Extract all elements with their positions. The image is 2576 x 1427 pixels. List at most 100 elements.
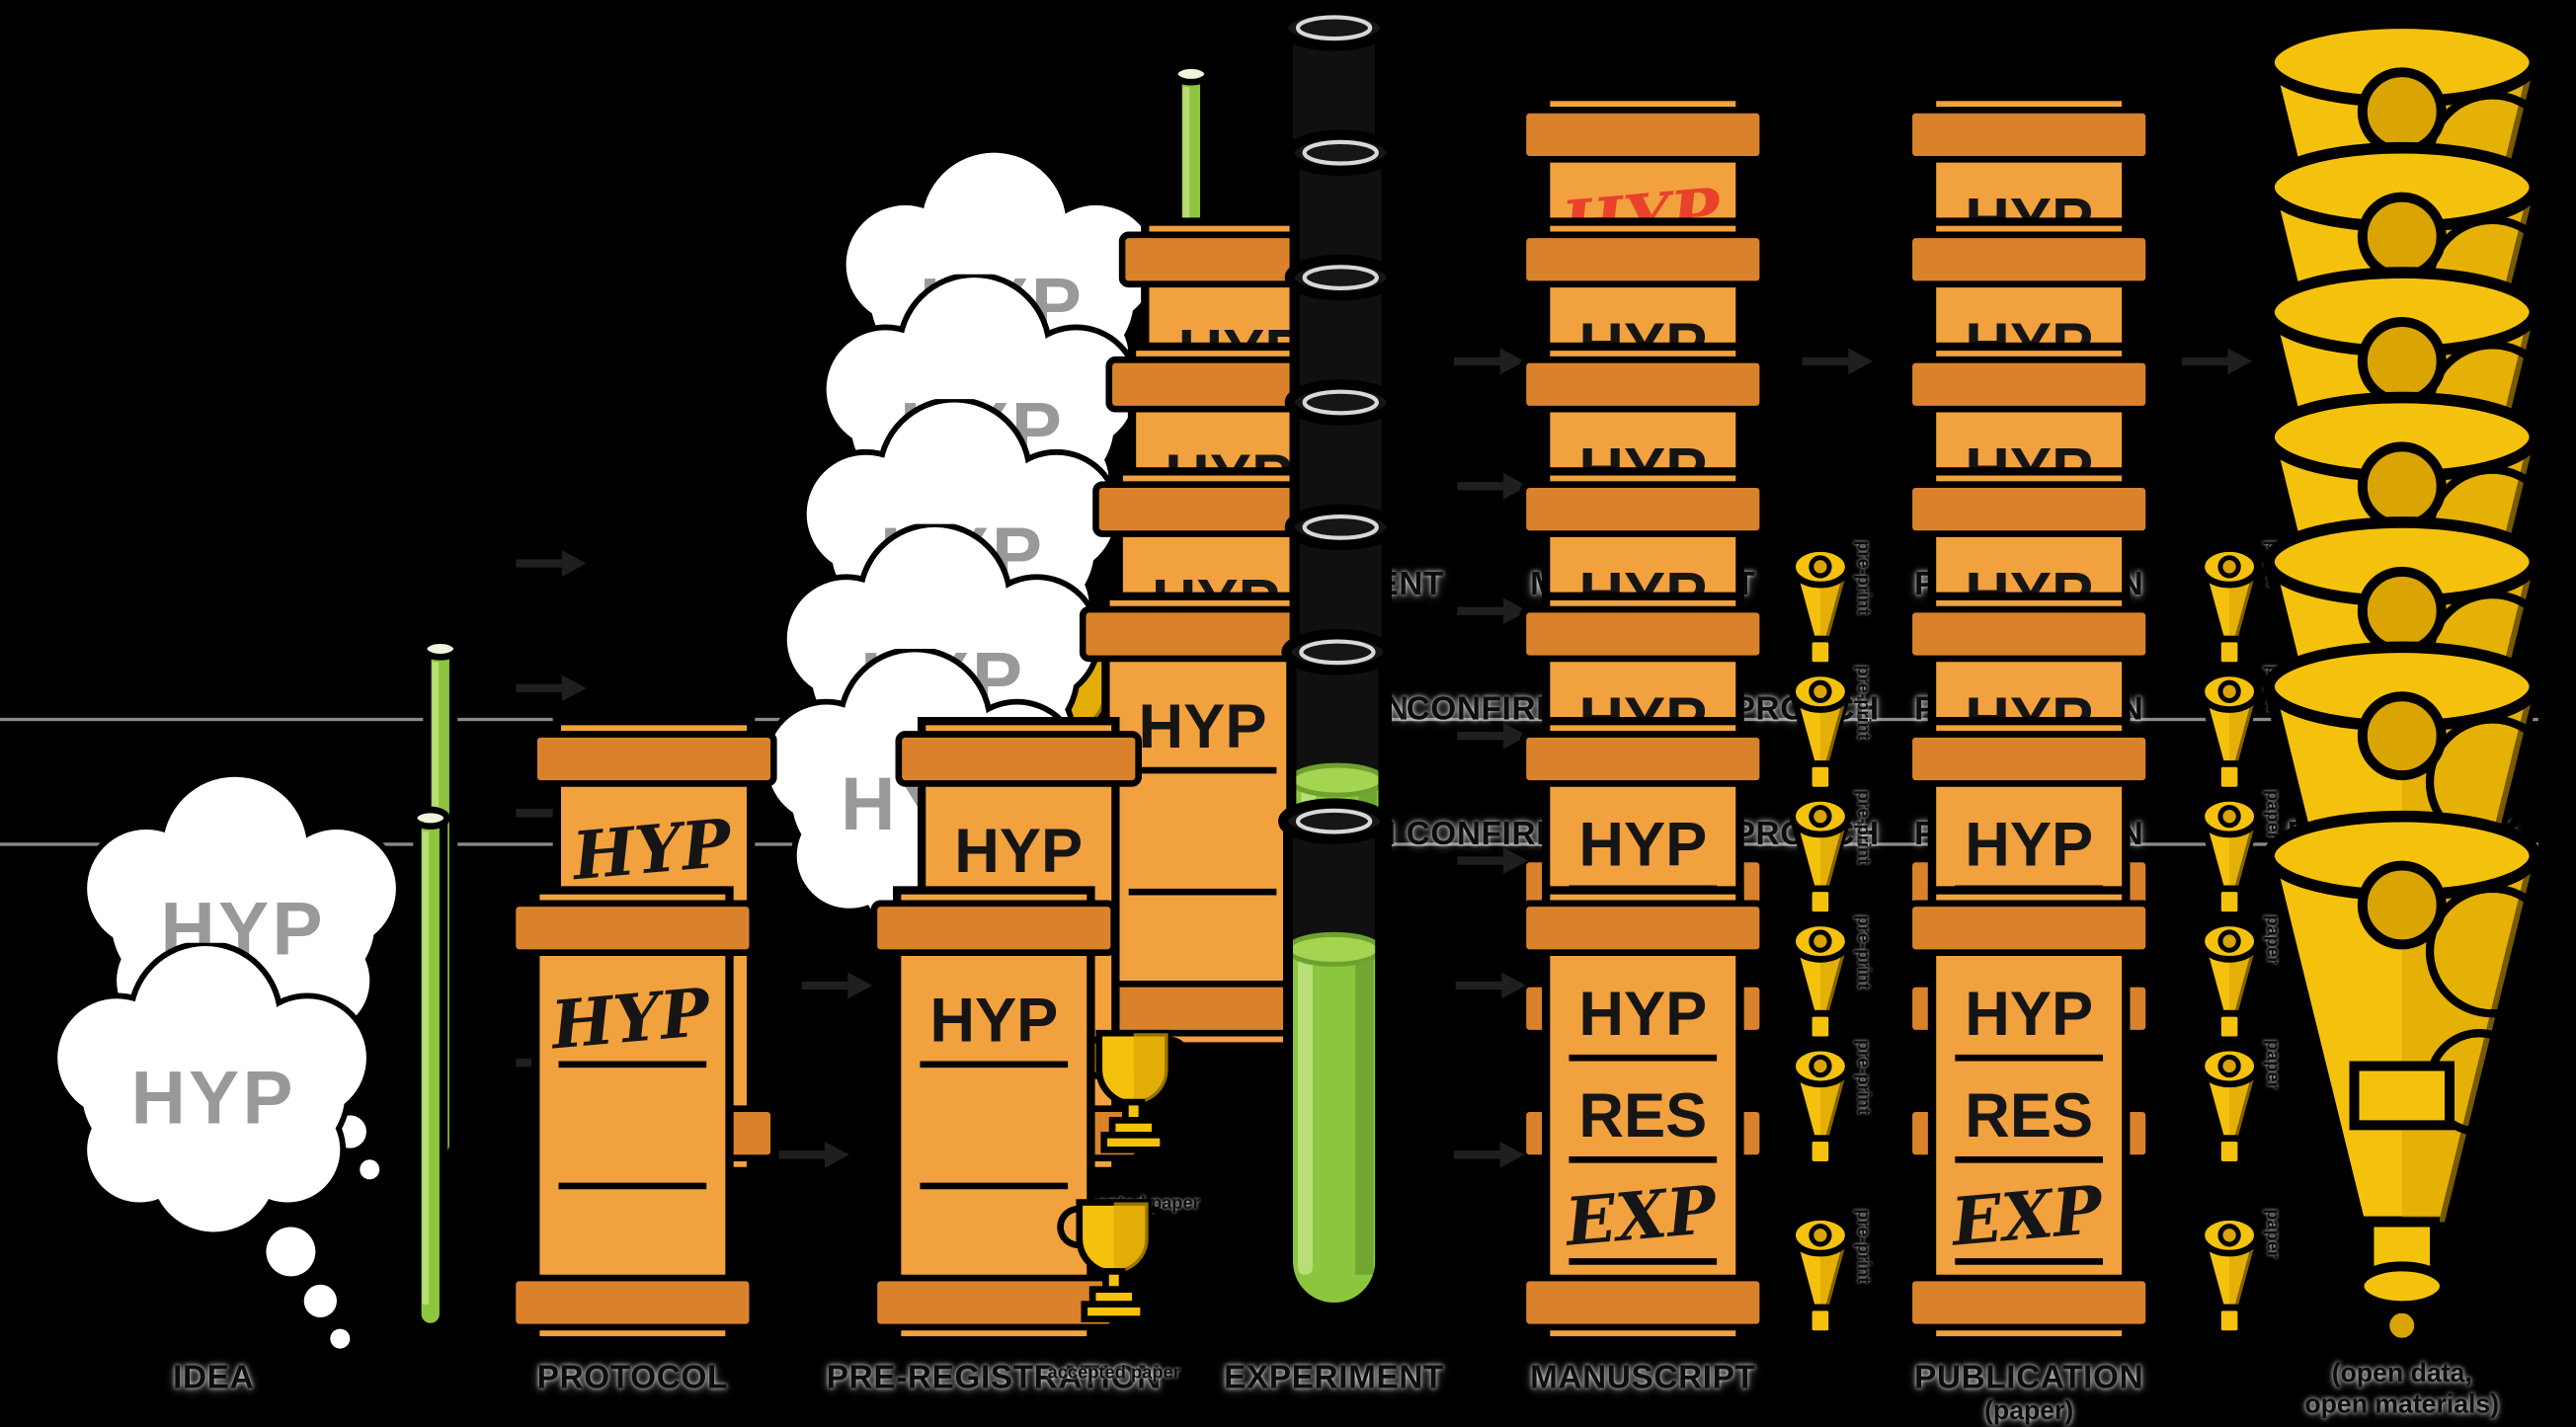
stage-sublabel: (paper) [1984, 1397, 2074, 1426]
megaphone-caption: paper [2262, 665, 2283, 715]
trophy-caption: accepted paper [1005, 1069, 1138, 1089]
trophy-icon [1057, 1189, 1171, 1353]
svg-text:HYP: HYP [1965, 311, 2093, 380]
stage-label: PUBLICATION [2287, 691, 2517, 728]
stage-sublabel: (paper) [2357, 566, 2447, 595]
megaphone-icon [2246, 10, 2558, 560]
svg-text:EXP: EXP [1561, 503, 1722, 593]
flow-arrow-icon [513, 547, 589, 580]
clipboard-icon: HYP [509, 877, 757, 1353]
idea-cloud-icon: HYP [830, 149, 1174, 561]
clipboard-icon: HYP [895, 708, 1142, 1184]
stage-label: PRE-REGISTRATION [1074, 691, 1409, 728]
svg-text:EXP: EXP [1947, 752, 2108, 841]
megaphone-caption: paper [2262, 1209, 2283, 1259]
megaphone-caption: paper [2262, 540, 2283, 591]
small-test-tube-icon [411, 626, 470, 1185]
stage-label: PUBLICATION [1914, 691, 2144, 728]
svg-text:HYP: HYP [1152, 567, 1280, 636]
idea-cloud-icon: HYP [71, 773, 416, 1185]
megaphone-caption: pre-print [1853, 1039, 1874, 1115]
megaphone-caption: pre-print [1853, 1209, 1874, 1284]
stage-label: CONFIRMATORY APPROACH [1406, 816, 1880, 853]
svg-text:HYP: HYP [860, 638, 1025, 722]
stage-sublabel: (pre-print) [1966, 729, 2092, 757]
flow-arrow-icon [1452, 969, 1528, 1001]
test-tube-icon [1261, 119, 1419, 684]
svg-text:HYP: HYP [880, 513, 1045, 596]
megaphone-caption: paper [2262, 1039, 2283, 1089]
trophy-caption: accepted paper [1047, 1363, 1180, 1384]
svg-text:HYP: HYP [1578, 980, 1707, 1049]
row-divider [0, 842, 2538, 846]
svg-text:HYP: HYP [900, 388, 1065, 472]
svg-text:HYP: HYP [1578, 436, 1707, 505]
small-megaphone-icon [2187, 1040, 2272, 1184]
svg-text:HYP: HYP [568, 804, 737, 895]
svg-text:HYP: HYP [1578, 311, 1707, 380]
megaphone-caption: pre-print [1853, 540, 1874, 615]
stage-label: MANUSCRIPT [1530, 566, 1756, 603]
svg-text:RES: RES [1965, 537, 2093, 606]
trophy-caption: accepted paper [1005, 819, 1138, 839]
megaphone-icon [2246, 510, 2558, 1060]
stage-sublabel: (open data, [2331, 1360, 2472, 1388]
svg-text:RES: RES [1965, 787, 2093, 856]
flow-arrow-icon [775, 1139, 851, 1171]
svg-text:HYP: HYP [1177, 318, 1306, 387]
flow-arrow-icon [1451, 345, 1527, 377]
stage-label: PRE-REGISTRATION [1061, 816, 1397, 853]
svg-text:EXP: EXP [1561, 877, 1722, 967]
trophy-icon [1013, 770, 1128, 934]
test-tube-icon [1255, 0, 1413, 560]
svg-text:HYP: HYP [1965, 980, 2093, 1049]
flow-arrow-icon [1451, 1139, 1527, 1171]
megaphone-icon [2246, 803, 2558, 1353]
trophy-caption: accepted paper [1005, 944, 1138, 965]
megaphone-icon [2246, 134, 2558, 684]
small-test-tube-icon [1162, 51, 1221, 561]
stage-sublabel: open materials) [2304, 1390, 2500, 1420]
svg-text:EXP: EXP [1947, 627, 2108, 717]
clipboard-icon: HYP [1105, 334, 1352, 810]
svg-text:RES: RES [1965, 288, 2093, 357]
svg-text:EXP: EXP [1561, 752, 1722, 841]
svg-text:RES: RES [1965, 912, 2093, 982]
small-megaphone-icon [1778, 1209, 1863, 1353]
svg-text:HYP: HYP [1578, 561, 1707, 630]
svg-text:EXP: EXP [1561, 1171, 1722, 1261]
stage-label: OPEN IDEA [869, 816, 1057, 853]
svg-text:RES: RES [1578, 413, 1707, 482]
svg-text:HYP: HYP [1965, 561, 2093, 630]
clipboard-icon: HYP [1118, 208, 1366, 684]
svg-text:HYP: HYP [1557, 174, 1726, 265]
stage-sublabel: open materials) [2304, 760, 2500, 789]
svg-text:EXP: EXP [1561, 627, 1722, 717]
small-megaphone-icon [1778, 790, 1863, 934]
stage-sublabel: (pre-print) [1966, 853, 2092, 883]
svg-text:HYP: HYP [1165, 442, 1293, 512]
svg-text:RES: RES [1560, 276, 1720, 365]
stage-label: EXPERIMENT [1224, 1360, 1445, 1396]
small-megaphone-icon [2187, 540, 2272, 684]
stage-label: OPEN IDEA [889, 691, 1077, 728]
svg-text:HYP: HYP [1139, 692, 1267, 761]
megaphone-caption: pre-print [1853, 914, 1874, 990]
flow-arrow-icon [513, 797, 589, 830]
idea-cloud-icon: HYP [770, 523, 1115, 935]
stage-sublabel: (open data, [2331, 729, 2472, 757]
svg-text:EXP: EXP [1947, 1171, 2108, 1261]
stage-sublabel: (open data, [2331, 853, 2472, 883]
